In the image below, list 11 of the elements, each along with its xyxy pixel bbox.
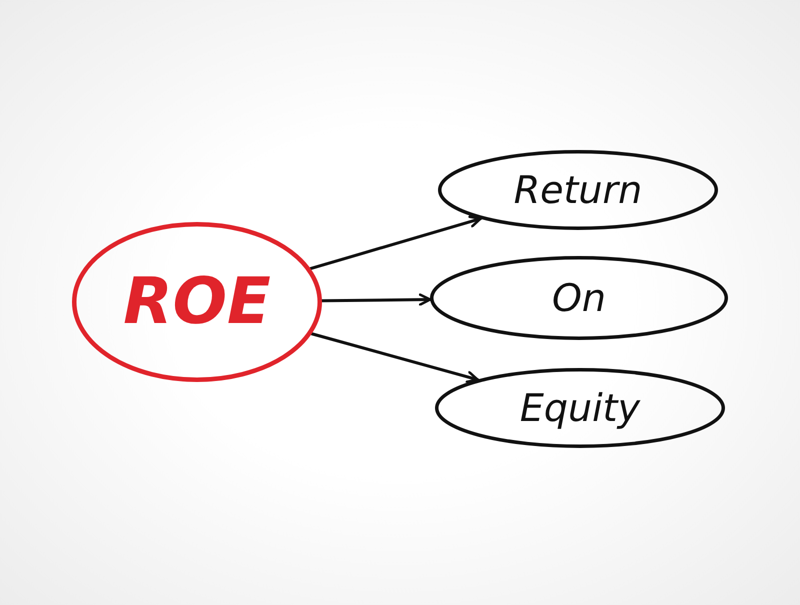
arrow (320, 293, 432, 306)
word-ellipse (430, 256, 728, 340)
word-text: On (552, 276, 606, 320)
word-text: Equity (520, 386, 640, 430)
word-text: Return (514, 168, 642, 212)
acronym-ellipse (72, 222, 322, 382)
arrow (310, 332, 480, 384)
word-ellipse (438, 150, 718, 230)
word-ellipse (435, 368, 725, 448)
acronym-text: ROE (123, 265, 271, 339)
arrow (309, 215, 482, 270)
